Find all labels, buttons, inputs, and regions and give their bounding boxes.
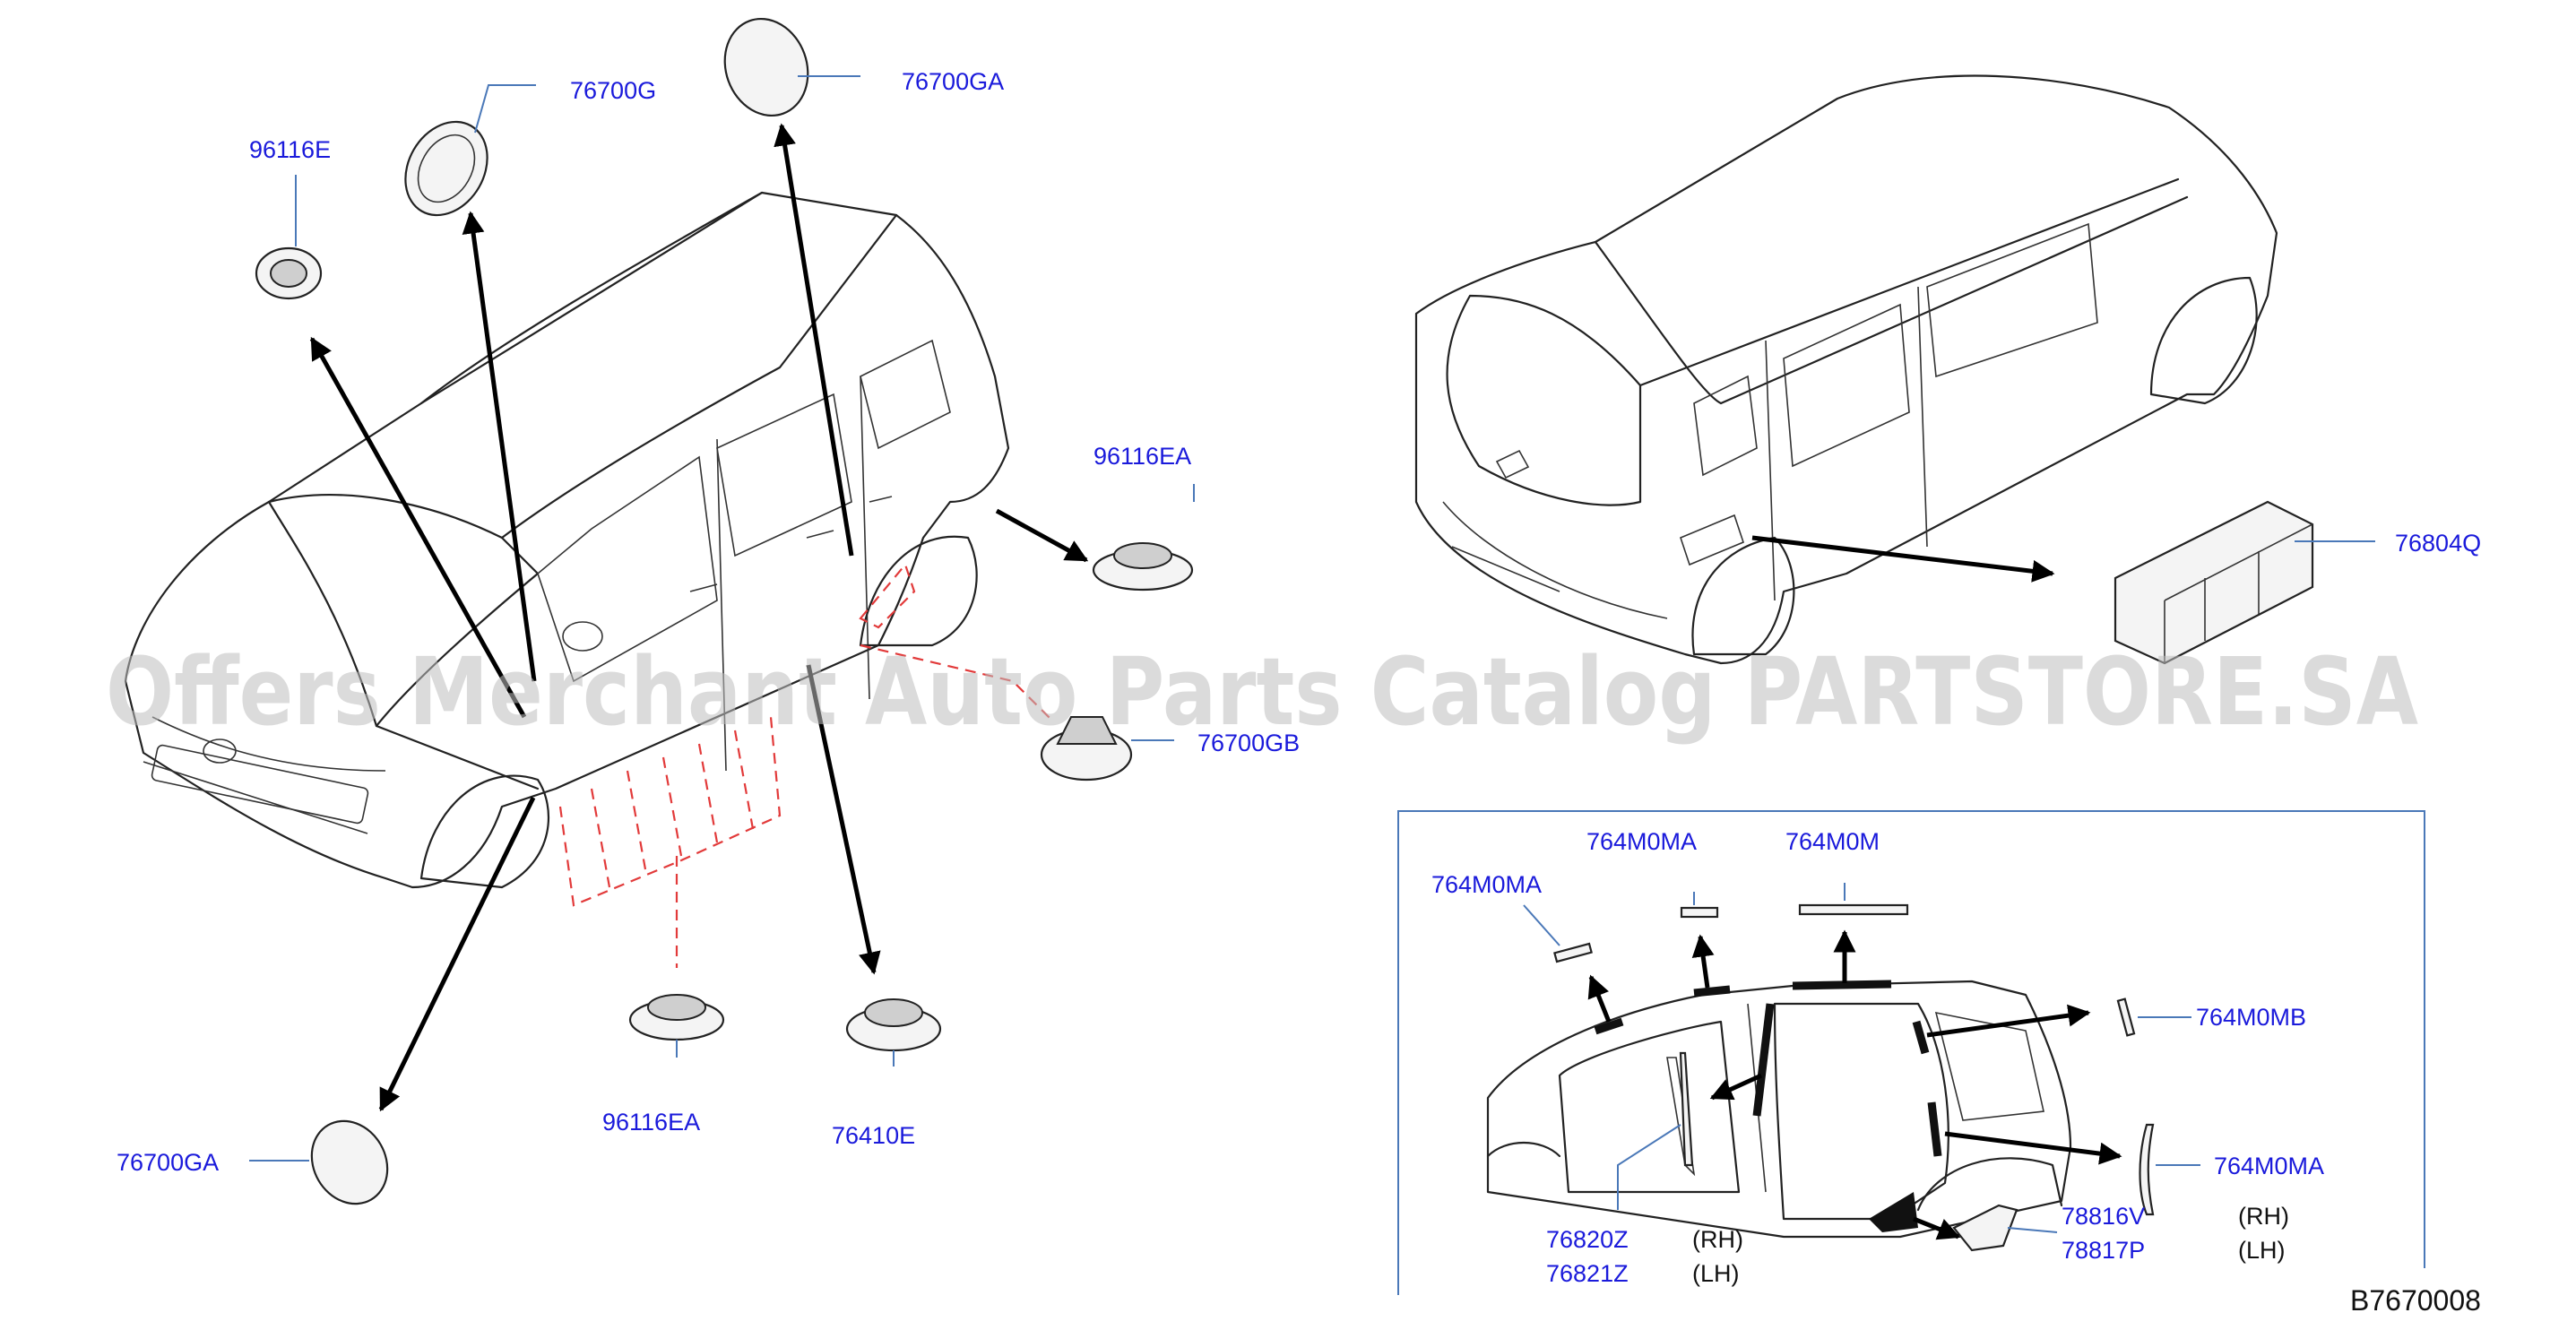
- label-76700G[interactable]: 76700G: [570, 77, 656, 104]
- plug-76700G: [404, 120, 488, 217]
- inset-mouldings: [1594, 980, 1942, 1232]
- inset-leader-lines: [1523, 883, 2200, 1233]
- label-76700GA-bottom[interactable]: 76700GA: [117, 1149, 219, 1176]
- side-rh-76820Z: (RH): [1692, 1226, 1743, 1253]
- label-78817P[interactable]: 78817P: [2062, 1237, 2145, 1264]
- plug-76700GA-top: [723, 17, 809, 117]
- grommet-96116E: [255, 246, 323, 300]
- label-764M0M[interactable]: 764M0M: [1785, 828, 1880, 855]
- leader-lines-left: [249, 75, 1195, 1162]
- side-lh-76821Z: (LH): [1692, 1260, 1740, 1287]
- vehicle-rear-view: [1414, 74, 2278, 665]
- plug-76700GA-bottom: [310, 1119, 389, 1205]
- side-rh-78816V: (RH): [2238, 1203, 2289, 1230]
- label-764M0MA-right[interactable]: 764M0MA: [2214, 1153, 2324, 1179]
- inset-vehicle: [1486, 980, 2072, 1239]
- label-764M0MB[interactable]: 764M0MB: [2196, 1004, 2306, 1031]
- hidden-sill-lines: [558, 562, 1054, 968]
- label-78816V[interactable]: 78816V: [2062, 1203, 2145, 1230]
- watermark: Offers Merchant Auto Parts Catalog PARTS…: [106, 637, 2418, 747]
- label-76820Z[interactable]: 76820Z: [1546, 1226, 1629, 1253]
- part-labels: 96116E 76700G 76700GA 96116EA 76700GB 96…: [117, 68, 2481, 1287]
- side-lh-78817P: (LH): [2238, 1237, 2286, 1264]
- inset-frame: [1397, 810, 2425, 1295]
- vent-76804Q: [2114, 500, 2314, 665]
- grommet-96116EA-bottom: [628, 994, 725, 1041]
- label-96116E[interactable]: 96116E: [249, 136, 331, 163]
- grommet-96116EA-right: [1092, 542, 1194, 592]
- inset-arrows: [1587, 929, 2122, 1240]
- label-764M0MA-mid[interactable]: 764M0MA: [1586, 828, 1697, 855]
- side-labels: (RH) (LH) (RH) (LH): [1692, 1203, 2289, 1287]
- label-764M0MA-left[interactable]: 764M0MA: [1431, 871, 1542, 898]
- label-76821Z[interactable]: 76821Z: [1546, 1260, 1629, 1287]
- label-76700GA-top[interactable]: 76700GA: [902, 68, 1004, 95]
- label-76700GB[interactable]: 76700GB: [1197, 730, 1300, 756]
- vehicle-front-view: [124, 191, 1010, 889]
- arrow-76804Q: [1751, 535, 2055, 583]
- assembly-arrows-left: [309, 123, 1089, 1112]
- label-96116EA-right[interactable]: 96116EA: [1094, 443, 1191, 470]
- diagram-code: B7670008: [2350, 1284, 2481, 1317]
- label-76804Q[interactable]: 76804Q: [2395, 530, 2481, 557]
- label-96116EA-bottom[interactable]: 96116EA: [602, 1109, 700, 1136]
- label-76410E[interactable]: 76410E: [832, 1122, 915, 1149]
- inset-parts: [1553, 903, 2155, 1252]
- grommet-76410E: [845, 998, 942, 1052]
- clip-76700GB: [1040, 716, 1133, 782]
